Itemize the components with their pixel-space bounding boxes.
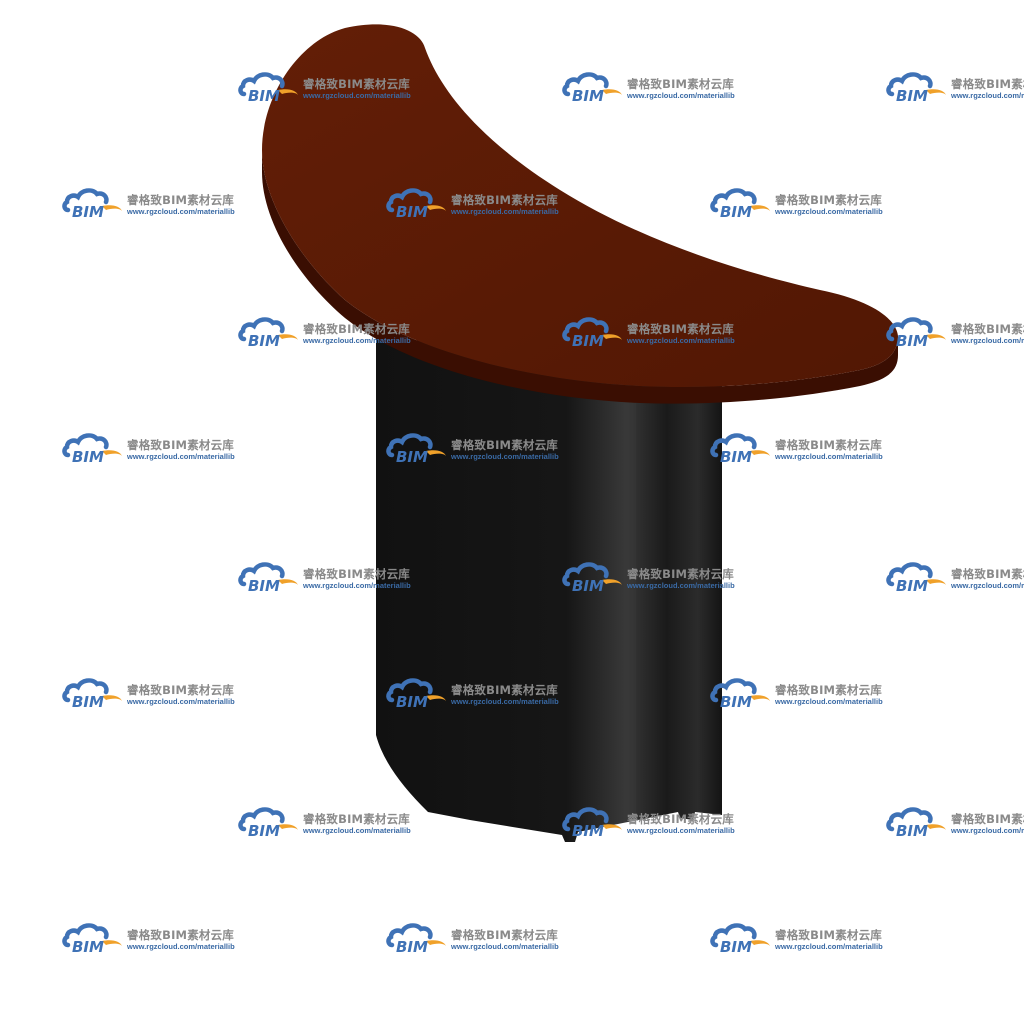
stool-seat [262,24,898,404]
stool-column [376,335,722,842]
